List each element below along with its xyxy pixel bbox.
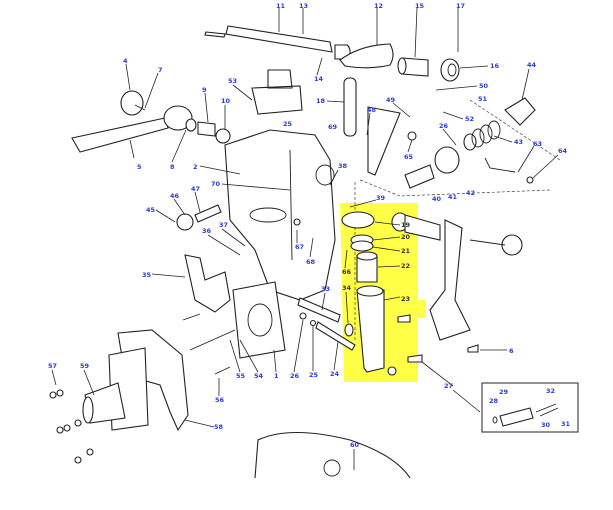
callout-58: 58 (214, 423, 224, 431)
callout-51: 51 (478, 95, 488, 103)
part-bushings-8-9-10 (185, 118, 231, 144)
callout-50: 50 (479, 82, 489, 90)
callout-32: 32 (546, 387, 555, 395)
callout-31: 31 (561, 420, 571, 428)
callout-29: 29 (499, 388, 509, 396)
callout-44: 44 (527, 61, 537, 69)
part-flange-44 (504, 97, 536, 126)
part-pin-63 (484, 157, 516, 173)
callout-23: 23 (401, 295, 410, 303)
dashed-guides (354, 99, 561, 340)
callout-59: 59 (80, 362, 90, 370)
callout-19: 19 (401, 221, 411, 229)
callout-25-top: 25 (283, 120, 293, 128)
leader-lines (51, 7, 559, 470)
part-cylinder-19-23 (341, 211, 397, 376)
part-sleeve-15 (397, 57, 429, 77)
callout-26-bottom: 26 (290, 372, 300, 380)
callout-13: 13 (299, 2, 308, 10)
callout-18: 18 (316, 97, 326, 105)
part-arm-6 (391, 212, 523, 341)
part-pump-60 (254, 431, 411, 479)
callout-16: 16 (490, 62, 500, 70)
part-housing-59 (82, 347, 149, 431)
callout-34: 34 (342, 284, 352, 292)
callout-10: 10 (221, 97, 231, 105)
callout-35: 35 (142, 271, 152, 279)
callout-17: 17 (456, 2, 465, 10)
inset-detail-box (481, 382, 579, 433)
callout-11: 11 (276, 2, 286, 10)
callout-38: 38 (338, 162, 348, 170)
callout-5: 5 (137, 163, 142, 171)
callout-14: 14 (314, 75, 324, 83)
callout-7: 7 (158, 66, 163, 74)
callout-49: 49 (386, 96, 396, 104)
callout-2: 2 (193, 163, 198, 171)
part-shaft-40-42 (367, 106, 460, 189)
small-hardware (49, 131, 534, 464)
callout-67: 67 (295, 243, 304, 251)
part-housing-1 (224, 129, 336, 359)
callout-55: 55 (236, 372, 246, 380)
callout-33: 33 (321, 285, 330, 293)
callout-22: 22 (401, 262, 410, 270)
callout-54: 54 (254, 372, 264, 380)
part-rocker-35 (184, 254, 231, 313)
callout-56: 56 (215, 396, 225, 404)
callout-48: 48 (367, 106, 377, 114)
callout-69: 69 (328, 123, 338, 131)
callout-15: 15 (415, 2, 425, 10)
part-arm-12 (339, 43, 394, 69)
callout-6: 6 (509, 347, 514, 355)
callout-41: 41 (448, 193, 458, 201)
callout-26-top: 26 (439, 122, 449, 130)
callout-39: 39 (376, 194, 386, 202)
callout-45: 45 (146, 206, 156, 214)
callout-28: 28 (489, 397, 499, 405)
callout-53: 53 (228, 77, 237, 85)
callout-24: 24 (330, 370, 340, 378)
callout-30: 30 (541, 421, 551, 429)
callout-25-bottom: 25 (309, 371, 319, 379)
callout-68: 68 (306, 258, 316, 266)
callout-1: 1 (274, 372, 279, 380)
part-arm-5 (71, 90, 193, 153)
callout-9: 9 (202, 86, 207, 94)
part-valve-block-53 (251, 69, 303, 115)
part-rods-24-33 (297, 297, 356, 351)
callout-46: 46 (170, 192, 180, 200)
part-spring-43 (463, 120, 501, 151)
callout-64: 64 (558, 147, 568, 155)
callout-43: 43 (514, 138, 523, 146)
callout-37: 37 (219, 221, 228, 229)
callout-66: 66 (342, 268, 352, 276)
callout-63: 63 (533, 140, 542, 148)
part-damper-18 (343, 77, 357, 137)
callout-27: 27 (444, 382, 453, 390)
callout-60: 60 (350, 441, 360, 449)
part-collar-16 (440, 58, 460, 82)
callout-57: 57 (48, 362, 57, 370)
callout-21: 21 (401, 247, 411, 255)
callout-42: 42 (466, 189, 475, 197)
callout-65: 65 (404, 153, 414, 161)
part-lever-bar (204, 25, 351, 60)
callout-12: 12 (374, 2, 383, 10)
callout-labels: 11 13 12 15 17 4 7 53 9 10 14 16 44 50 5… (48, 2, 571, 449)
callout-20: 20 (401, 233, 411, 241)
callout-47: 47 (191, 185, 200, 193)
callout-8: 8 (170, 163, 175, 171)
callout-4: 4 (123, 57, 128, 65)
callout-52: 52 (465, 115, 474, 123)
callout-70: 70 (211, 180, 221, 188)
callout-36: 36 (202, 227, 212, 235)
callout-40: 40 (432, 195, 442, 203)
